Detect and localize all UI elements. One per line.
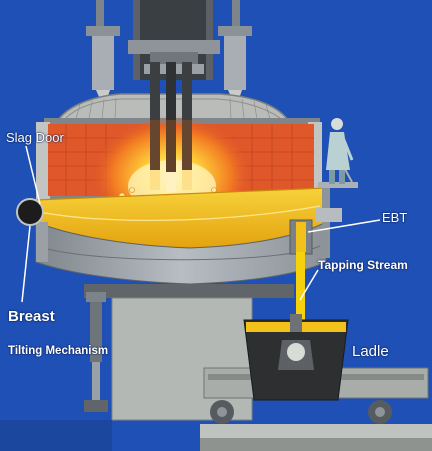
furnace-shell-lower <box>35 221 327 285</box>
tapping-stream <box>296 252 305 326</box>
roof-hatch <box>75 97 271 120</box>
electrode-arm-left <box>86 0 120 108</box>
tilting-ram <box>84 292 108 412</box>
label-slag-door: Slag Door <box>6 130 64 145</box>
ladle <box>243 314 349 401</box>
graphite-electrodes-icon <box>150 62 192 192</box>
foundation-block <box>111 297 253 421</box>
electrode-mast <box>128 0 220 80</box>
floor-rail <box>200 424 432 438</box>
breast-nose <box>16 198 44 226</box>
label-tapping-stream: Tapping Stream <box>318 258 408 272</box>
worker-figure-icon <box>326 118 354 184</box>
ebt-taphole <box>289 219 313 255</box>
operator-platform <box>316 159 358 258</box>
label-breast: Breast <box>8 308 55 325</box>
electrode-arm-right <box>218 0 252 108</box>
label-ebt: EBT <box>382 210 408 225</box>
label-ladle: Ladle <box>352 343 389 360</box>
label-tilting-mechanism: Tilting Mechanism <box>8 345 109 357</box>
